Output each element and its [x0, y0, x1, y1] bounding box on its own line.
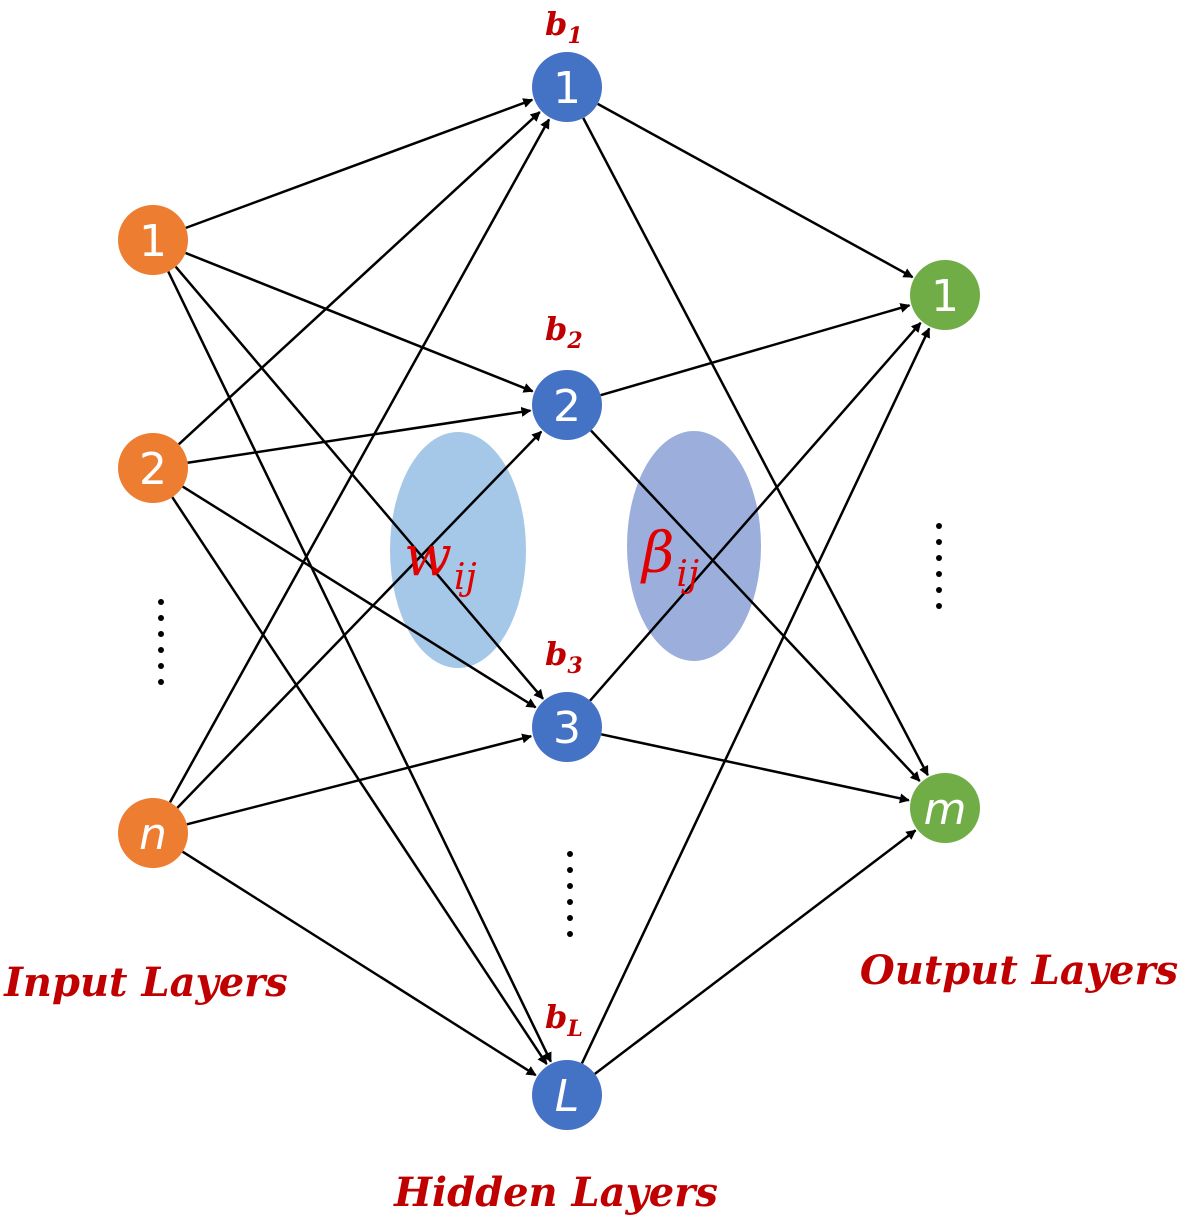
edge-h2-o1: [600, 303, 911, 397]
edge-i1-h3: [174, 265, 544, 700]
edge-h3-o1: [589, 322, 922, 702]
input-node-i1: 1: [118, 205, 188, 275]
hidden-node-h1: 1: [532, 52, 602, 122]
output-node-om: m: [910, 773, 980, 843]
edge-i2-h1: [177, 111, 541, 446]
hidden-node-h2: 2: [532, 370, 602, 440]
hidden-node-label: 3: [553, 703, 581, 754]
weight-label-beta: βij: [640, 521, 699, 595]
weight-region-beta: [627, 431, 761, 661]
output-node-o1: 1: [910, 260, 980, 330]
input-node-label: n: [139, 809, 167, 860]
input-node-label: 1: [139, 216, 167, 267]
hidden-node-circle: [532, 370, 602, 440]
hidden-node-hL: L: [532, 1060, 602, 1130]
input-node-i2: 2: [118, 433, 188, 503]
output-node-label: 1: [931, 271, 959, 322]
edge-in-hL: [181, 850, 537, 1077]
edge-h1-om: [582, 117, 929, 777]
edge-h1-o1: [597, 102, 914, 279]
hidden-node-label: 2: [553, 381, 581, 432]
input-node-circle: [118, 433, 188, 503]
hidden-ellipsis: [567, 851, 573, 937]
weight-label-w: wij: [404, 524, 477, 598]
input-ellipsis: [158, 599, 164, 685]
input-node-circle: [118, 798, 188, 868]
network-nodes: 1 2 n 1 2 3L 1 m: [118, 52, 980, 1130]
hidden-node-h3: 3: [532, 692, 602, 762]
input-node-circle: [118, 205, 188, 275]
edge-h2-om: [590, 429, 921, 782]
hidden-node-label: 1: [553, 63, 581, 114]
bias-label-h1: b1: [545, 5, 583, 49]
edge-in-h2: [176, 430, 543, 809]
edge-i2-h3: [182, 485, 537, 709]
hidden-node-circle: [532, 52, 602, 122]
bias-label-h2: b2: [545, 310, 583, 354]
edge-h3-om: [600, 733, 910, 804]
hidden-node-circle: [532, 692, 602, 762]
output-node-label: m: [924, 784, 967, 835]
hidden-node-label: L: [555, 1071, 580, 1122]
edge-i1-h2: [185, 251, 534, 393]
output-node-circle: [910, 260, 980, 330]
edge-hL-o1: [580, 327, 931, 1064]
edge-in-h3: [186, 733, 533, 826]
edge-in-h1: [168, 118, 551, 804]
bias-label-h3: b3: [545, 635, 583, 679]
bias-label-hL: bL: [545, 998, 583, 1042]
edge-i1-h1: [185, 98, 534, 230]
input-node-label: 2: [139, 444, 167, 495]
hidden-layer-title: Hidden Layers: [393, 1169, 718, 1216]
output-node-circle: [910, 773, 980, 843]
edge-hL-om: [594, 829, 917, 1075]
input-node-in: n: [118, 798, 188, 868]
connection-edges: [167, 98, 931, 1077]
hidden-node-circle: [532, 1060, 602, 1130]
output-ellipsis: [936, 523, 942, 609]
edge-i1-hL: [167, 270, 553, 1063]
edge-i2-h2: [187, 406, 532, 464]
bias-labels: b1 b2 b3 bL: [545, 5, 583, 1042]
output-layer-title: Output Layers: [860, 947, 1178, 994]
weight-region-w: [390, 432, 526, 668]
input-layer-title: Input Layers: [3, 959, 288, 1006]
